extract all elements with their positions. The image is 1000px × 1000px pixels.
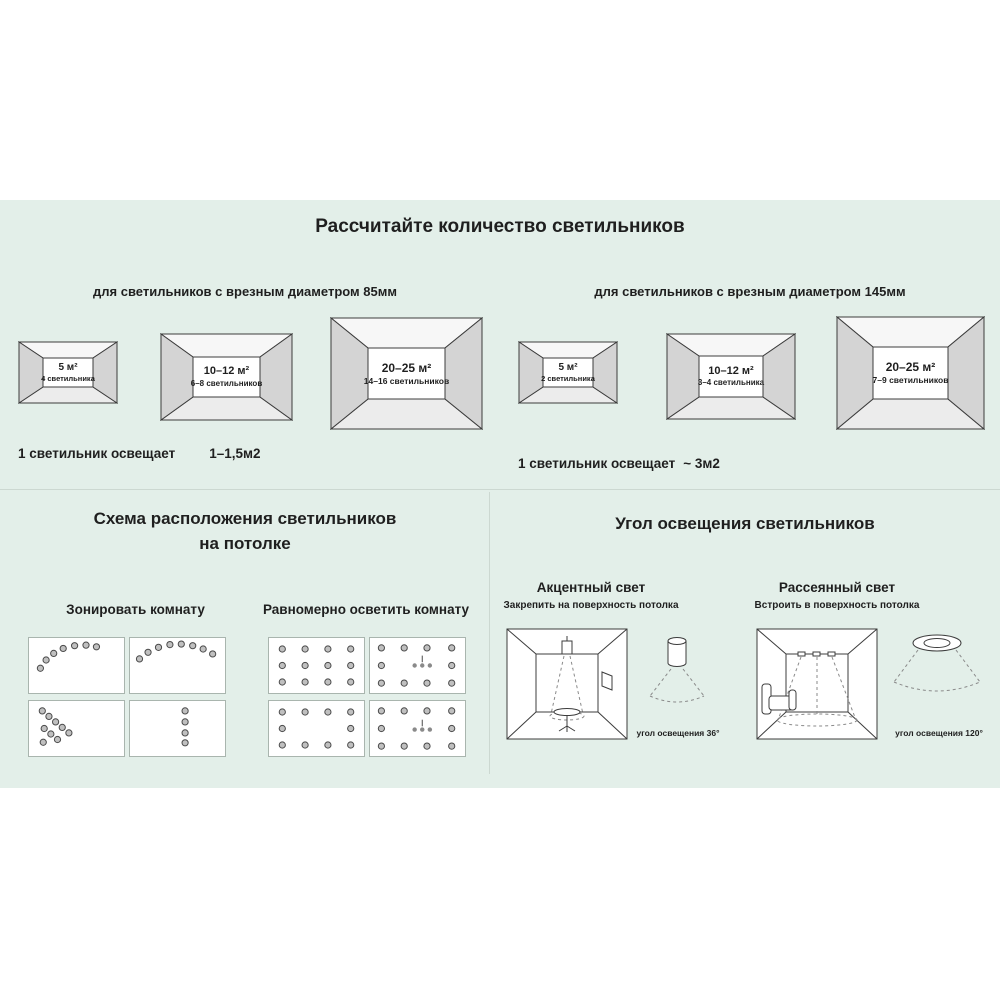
vertical-divider [489, 492, 490, 774]
main-panel: Рассчитайте количество светильников для … [0, 200, 1000, 788]
uniform-room-1 [268, 637, 365, 694]
accent-light-subheading: Закрепить на поверхность потолка [503, 600, 679, 611]
angle-section-title: Угол освещения светильников [615, 514, 875, 533]
lamp-count: 3–4 светильника [697, 378, 765, 388]
zoning-room-3 [28, 700, 125, 757]
ceiling-diagram-85-5m2: 5 м² 4 светильника [18, 341, 118, 404]
accent-room-drawing [506, 628, 628, 740]
table-icon [553, 708, 581, 732]
ceiling-diagram-label: 10–12 м² 6–8 светильников [160, 333, 293, 421]
note-value: ~ 3м2 [683, 456, 720, 471]
room-area: 5 м² [58, 361, 78, 373]
scheme-title-line1: Схема расположения светильников [93, 509, 397, 528]
diffuse-room-drawing [756, 628, 878, 740]
accent-room-figure [506, 628, 628, 740]
diffuse-angle-label: угол освещения 120° [895, 728, 983, 738]
zoning-heading: Зонировать комнату [66, 602, 205, 617]
uniform-room-4 [369, 700, 466, 757]
diffuse-room-figure [756, 628, 878, 740]
recessed-lights-icon [797, 651, 836, 657]
ceiling-diagram-label: 20–25 м² 14–16 светильников [330, 317, 483, 430]
note-value: 1–1,5м2 [209, 446, 261, 461]
lamp-count: 2 светильника [541, 374, 595, 384]
group-145mm-heading: для светильников с врезным диаметром 145… [594, 284, 906, 299]
horizontal-divider [0, 489, 1000, 490]
light-cone [549, 655, 585, 721]
accent-angle-label: угол освещения 36° [636, 728, 720, 738]
ceiling-diagram-85-20-25m2: 20–25 м² 14–16 светильников [330, 317, 483, 430]
accent-light-heading: Акцентный свет [536, 580, 646, 595]
wall-picture-icon [601, 671, 613, 691]
lamp-count: 4 светильника [41, 374, 95, 384]
zoning-room-1 [28, 637, 125, 694]
note-label: 1 светильник освещает [518, 456, 676, 471]
lamp-count: 7–9 светильников [872, 375, 949, 386]
page-title: Рассчитайте количество светильников [315, 216, 685, 237]
room-area: 10–12 м² [203, 365, 250, 378]
ceiling-diagram-label: 20–25 м² 7–9 светильников [836, 316, 985, 430]
cylinder-lamp-icon [649, 637, 705, 703]
ceiling-diagram-145-10-12m2: 10–12 м² 3–4 светильника [666, 333, 796, 420]
ceiling-diagram-label: 10–12 м² 3–4 светильника [666, 333, 796, 420]
scheme-section-title: Схема расположения светильников на потол… [0, 506, 490, 556]
sofa-icon [761, 683, 797, 715]
accent-lamp-figure [638, 634, 716, 718]
diffuse-light-subheading: Встроить в поверхность потолка [754, 600, 920, 611]
room-area: 20–25 м² [381, 360, 432, 375]
note-85mm: 1 светильник освещает 1–1,5м2 [18, 446, 260, 461]
recessed-lamp-icon [893, 634, 981, 692]
scheme-title-line2: на потолке [199, 534, 291, 553]
light-cone-36 [649, 668, 705, 703]
ceiling-diagram-145-20-25m2: 20–25 м² 7–9 светильников [836, 316, 985, 430]
group-85mm-heading: для светильников с врезным диаметром 85м… [93, 284, 397, 299]
uniform-room-2 [369, 637, 466, 694]
uniform-heading: Равномерно осветить комнату [262, 602, 470, 617]
note-label: 1 светильник освещает [18, 446, 176, 461]
room-area: 20–25 м² [885, 360, 936, 375]
note-145mm: 1 светильник освещает ~ 3м2 [518, 456, 720, 471]
zoning-room-2 [129, 637, 226, 694]
light-cone-120 [893, 649, 981, 692]
spotlight-icon [561, 636, 573, 655]
lamp-count: 14–16 светильников [363, 375, 450, 386]
uniform-room-3 [268, 700, 365, 757]
room-area: 10–12 м² [708, 364, 754, 377]
diffuse-lamp-figure [890, 630, 985, 718]
room-area: 5 м² [558, 361, 578, 373]
diffuse-light-heading: Рассеянный свет [778, 580, 896, 595]
ceiling-diagram-85-10-12m2: 10–12 м² 6–8 светильников [160, 333, 293, 421]
ceiling-diagram-label: 5 м² 2 светильника [518, 341, 618, 404]
lamp-count: 6–8 светильников [190, 378, 263, 388]
zoning-room-4 [129, 700, 226, 757]
ceiling-diagram-145-5m2: 5 м² 2 светильника [518, 341, 618, 404]
ceiling-diagram-label: 5 м² 4 светильника [18, 341, 118, 404]
